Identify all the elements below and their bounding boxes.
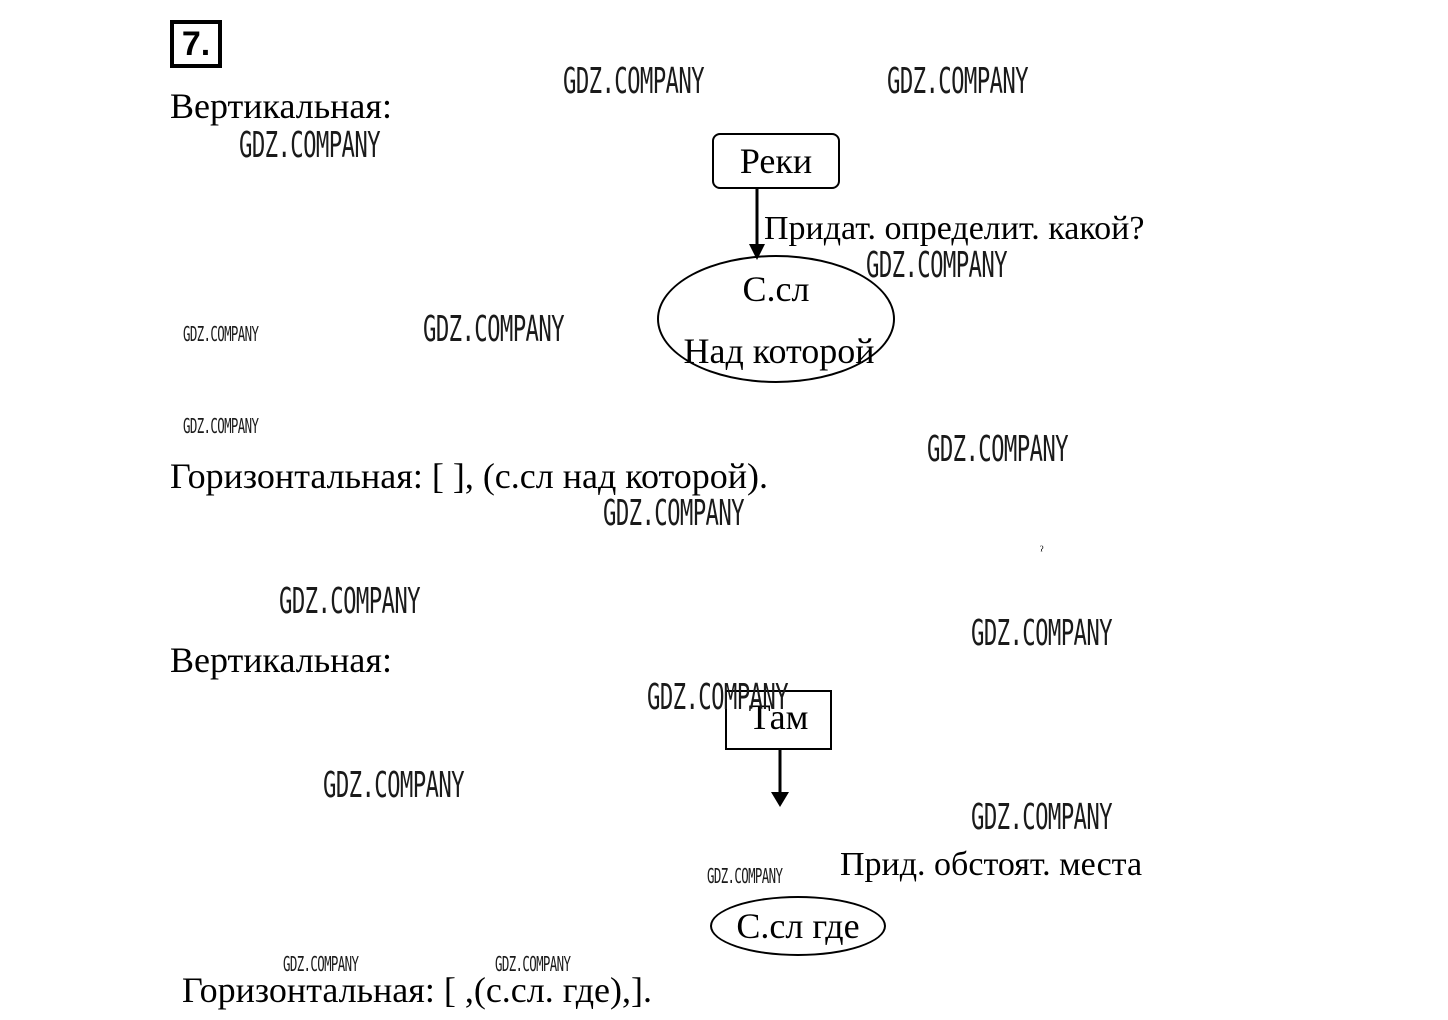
watermark: GDZ.COMPANY (647, 677, 789, 718)
vertical-label-2: Вертикальная: (170, 640, 392, 680)
watermark: GDZ.COMPANY (423, 309, 565, 350)
watermark: GDZ.COMPANY (183, 322, 259, 346)
clause-line-1: С.сл (742, 269, 810, 309)
arrow-label-1: Придат. определит. какой? (764, 210, 1145, 247)
watermark: GDZ.COMPANY (183, 414, 259, 438)
main-clause-box-reki: Реки (712, 133, 840, 189)
task-number: 7. (170, 20, 222, 68)
watermark: GDZ.COMPANY (971, 797, 1113, 838)
watermark: GDZ.COMPANY (283, 952, 359, 976)
watermark: GDZ.COMPANY (279, 581, 421, 622)
horizontal-scheme-2: Горизонтальная: [ ,(с.сл. где),]. (182, 970, 652, 1010)
subordinate-clause-oval-2: С.сл где (710, 896, 886, 956)
arrow-2-head (771, 792, 789, 807)
watermark: GDZ.COMPANY (971, 613, 1113, 654)
stray-mark: ˀ (1040, 544, 1044, 559)
arrow-1-head (749, 244, 765, 260)
watermark: GDZ.COMPANY (887, 61, 1029, 102)
subordinate-clause-oval-1: С.сл Над которой (657, 255, 895, 383)
arrow-label-2: Прид. обстоят. места (840, 846, 1143, 883)
watermark: GDZ.COMPANY (323, 765, 465, 806)
watermark: GDZ.COMPANY (866, 245, 1008, 286)
watermark: GDZ.COMPANY (495, 952, 571, 976)
watermark: GDZ.COMPANY (927, 429, 1069, 470)
watermark: GDZ.COMPANY (239, 125, 381, 166)
vertical-label-1: Вертикальная: (170, 86, 392, 126)
horizontal-scheme-1: Горизонтальная: [ ], (с.сл над которой). (170, 456, 768, 496)
watermark: GDZ.COMPANY (563, 61, 705, 102)
clause-line-2: Над которой (683, 331, 875, 371)
watermark: GDZ.COMPANY (707, 864, 783, 888)
watermark: GDZ.COMPANY (603, 493, 745, 534)
